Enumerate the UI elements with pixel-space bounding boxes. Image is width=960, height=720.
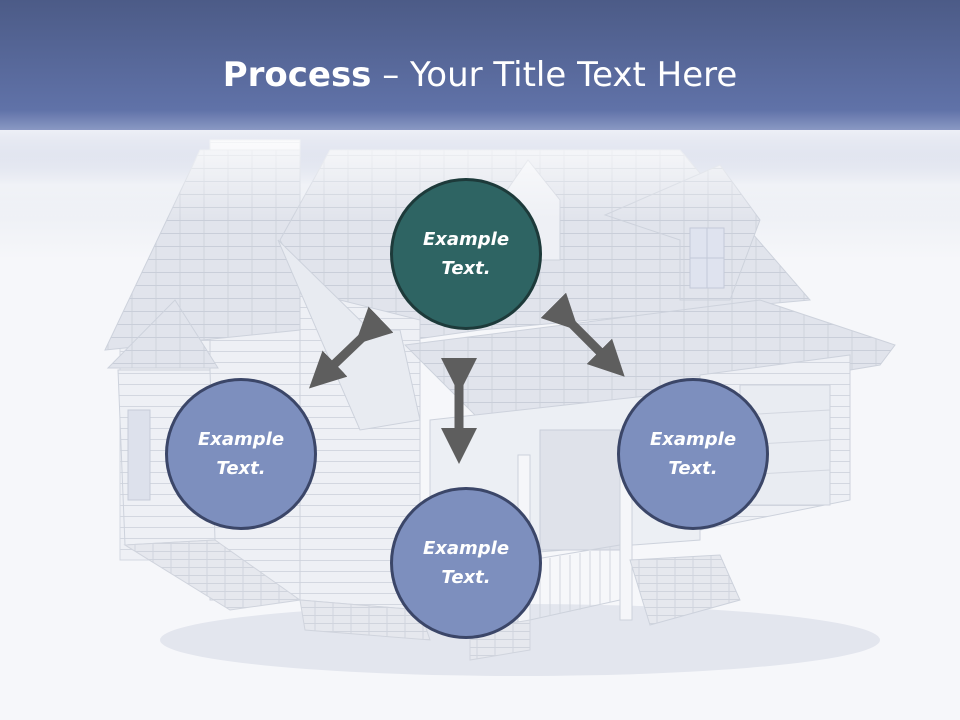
title-bold: Process: [222, 55, 372, 95]
arrow-top-right: [540, 292, 625, 377]
arrow-top-left: [308, 306, 394, 389]
title-rest: – Your Title Text Here: [371, 55, 738, 95]
node-bottom-line2: Text.: [441, 567, 491, 588]
node-left-line2: Text.: [216, 458, 266, 479]
process-node-bottom: Example Text.: [390, 487, 542, 639]
process-node-left: Example Text.: [165, 378, 317, 530]
process-node-right: Example Text.: [617, 378, 769, 530]
process-node-top: Example Text.: [390, 178, 542, 330]
node-right-line2: Text.: [668, 458, 718, 479]
node-top-line2: Text.: [441, 258, 491, 279]
node-left-line1: Example: [197, 429, 285, 450]
node-top-line1: Example: [422, 229, 510, 250]
slide-title: Process – Your Title Text Here: [0, 52, 960, 98]
node-bottom-line1: Example: [422, 538, 510, 559]
node-right-line1: Example: [649, 429, 737, 450]
